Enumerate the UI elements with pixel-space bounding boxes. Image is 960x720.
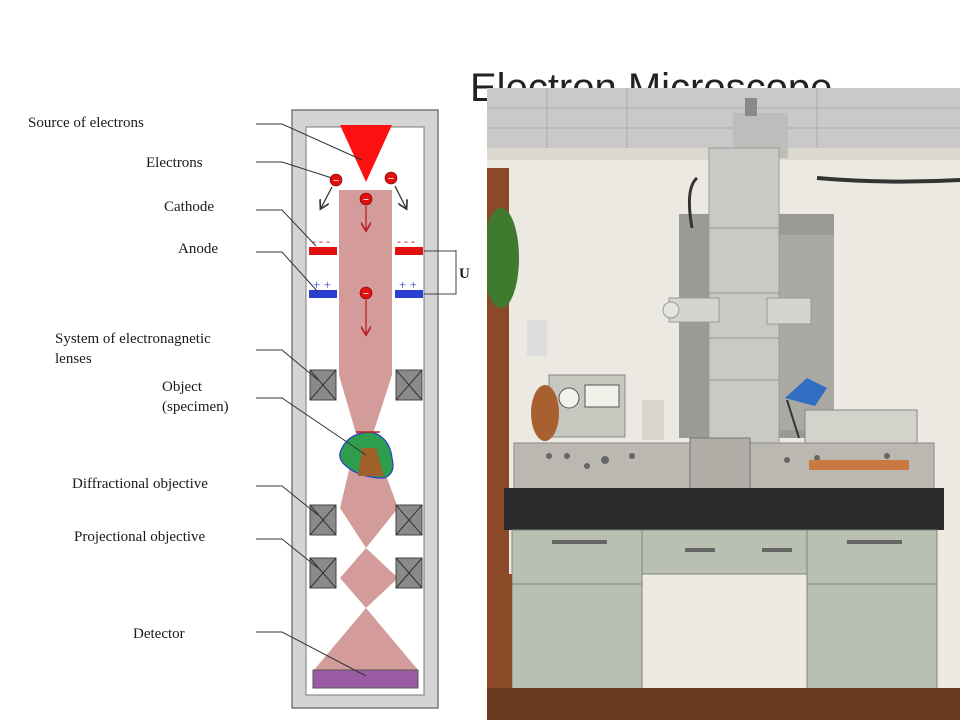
- cathode-right: [395, 247, 423, 255]
- svg-text:−: −: [363, 194, 369, 206]
- cathode-charge-right: - - -: [397, 234, 415, 248]
- label-source-of-electrons: Source of electrons: [28, 115, 144, 131]
- voltage-label: U: [459, 266, 470, 282]
- lens-crosses: [309, 369, 423, 589]
- microscope-photo: [487, 88, 960, 720]
- bench-cabinet-left: [511, 529, 643, 699]
- leader-lines: [256, 123, 367, 677]
- bench-cabinet-right: [806, 529, 938, 699]
- svg-text:−: −: [363, 288, 369, 300]
- electron-microscope-diagram: − − − − - - - - - - + + + + U: [28, 109, 470, 709]
- anode-charge-right: + +: [399, 277, 417, 292]
- label-projectional-objective: Projectional objective: [74, 529, 206, 545]
- label-diffractional-objective: Diffractional objective: [72, 476, 208, 492]
- beam-projection-diamond: [340, 548, 398, 608]
- label-lenses-line2: lenses: [55, 351, 92, 367]
- electron-trajectory-arrows: [321, 185, 406, 334]
- label-object-line2: (specimen): [162, 399, 229, 415]
- label-anode: Anode: [178, 241, 218, 257]
- voltage-bracket: [424, 250, 457, 295]
- anode-left: [309, 290, 337, 298]
- lab-bench-top: [504, 488, 944, 530]
- cathode-charge-left: - - -: [312, 234, 330, 248]
- ceiling-duct: [487, 88, 960, 148]
- specimen: [339, 431, 394, 479]
- electron-source: [340, 125, 392, 182]
- wooden-floor: [487, 688, 960, 720]
- svg-text:−: −: [333, 175, 339, 187]
- cathode-left: [309, 247, 337, 255]
- electron-particles: − − − −: [329, 171, 398, 300]
- label-electrons: Electrons: [146, 155, 203, 171]
- label-object-line1: Object: [162, 379, 203, 395]
- beam-diffraction-diamond: [340, 508, 398, 548]
- anode-right: [395, 290, 423, 298]
- detector-plate: [312, 669, 419, 689]
- desk-lamp: [785, 378, 827, 406]
- label-cathode: Cathode: [164, 199, 214, 215]
- label-lenses-line1: System of electronagnetic: [55, 331, 211, 347]
- label-detector: Detector: [133, 626, 185, 642]
- beam-detector-cone: [314, 608, 418, 670]
- right-instrument: [804, 409, 918, 449]
- plant: [487, 208, 519, 308]
- svg-text:−: −: [388, 173, 394, 185]
- anode-charge-left: + +: [313, 277, 331, 292]
